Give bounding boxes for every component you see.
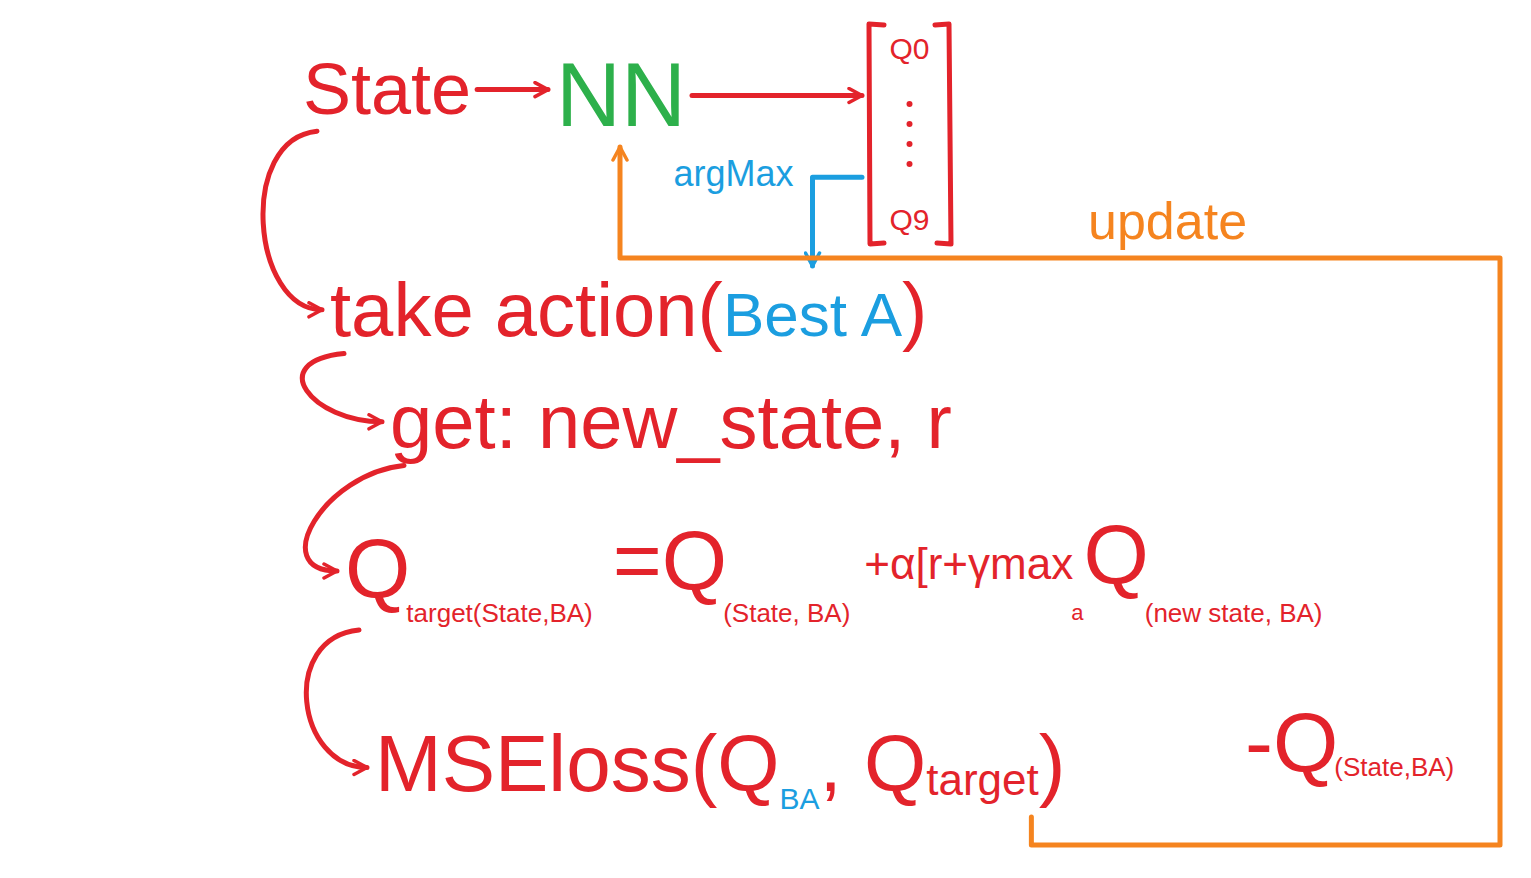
node-text: State bbox=[303, 49, 471, 129]
q-vector: Q0Q9 bbox=[862, 20, 957, 248]
formula-term: Q bbox=[1083, 512, 1148, 596]
formula-term: (State, BA) bbox=[723, 600, 850, 626]
formula-term: target(State,BA) bbox=[406, 600, 592, 626]
edge-label: argMax bbox=[670, 154, 796, 194]
node-text: Best A bbox=[723, 280, 902, 349]
node-text: MSEloss(Q bbox=[375, 719, 780, 808]
node-text: , Q bbox=[820, 719, 927, 808]
node-text: ) bbox=[1039, 719, 1066, 808]
formula-term: (new state, BA) bbox=[1145, 600, 1323, 626]
formula-term: +α[r+γmax bbox=[864, 542, 1073, 586]
connector bbox=[692, 93, 862, 98]
node-text: get: new_state, r bbox=[390, 379, 952, 464]
left-bracket bbox=[869, 24, 884, 244]
node-text: BA bbox=[780, 782, 820, 815]
state-text: State bbox=[295, 48, 477, 131]
formula-term: (State,BA) bbox=[1334, 754, 1454, 780]
ellipsis-dot bbox=[907, 141, 913, 147]
connector bbox=[813, 177, 863, 266]
right-bracket bbox=[935, 24, 951, 244]
formula-term: -Q bbox=[1245, 700, 1338, 784]
observe-step: get: new_state, r bbox=[382, 378, 958, 466]
node-text: target bbox=[926, 755, 1039, 804]
network-label: NN bbox=[548, 44, 692, 147]
node-text: take action( bbox=[330, 267, 723, 352]
formula-term: a bbox=[1071, 602, 1083, 624]
loss-step: MSEloss(QBA, Qtarget) bbox=[367, 718, 1071, 817]
ellipsis-dot bbox=[907, 161, 913, 167]
target-formula: Qtarget(State,BA) =Q(State, BA) +α[r+γmax a… bbox=[337, 512, 1329, 630]
q-value: Q0 bbox=[862, 32, 957, 65]
edge-label: update bbox=[1085, 193, 1250, 250]
action-step: take action(Best A) bbox=[322, 266, 933, 354]
connector bbox=[302, 354, 382, 422]
q-value: Q9 bbox=[862, 203, 957, 236]
node-text: ) bbox=[902, 267, 927, 352]
connector bbox=[306, 630, 367, 768]
formula-term: Q bbox=[345, 526, 410, 610]
formula-term: =Q bbox=[613, 518, 727, 602]
ellipsis-dot bbox=[907, 121, 913, 127]
connector bbox=[263, 131, 322, 310]
connector bbox=[477, 87, 548, 92]
ellipsis-dot bbox=[907, 101, 913, 107]
node-text: NN bbox=[556, 45, 686, 145]
